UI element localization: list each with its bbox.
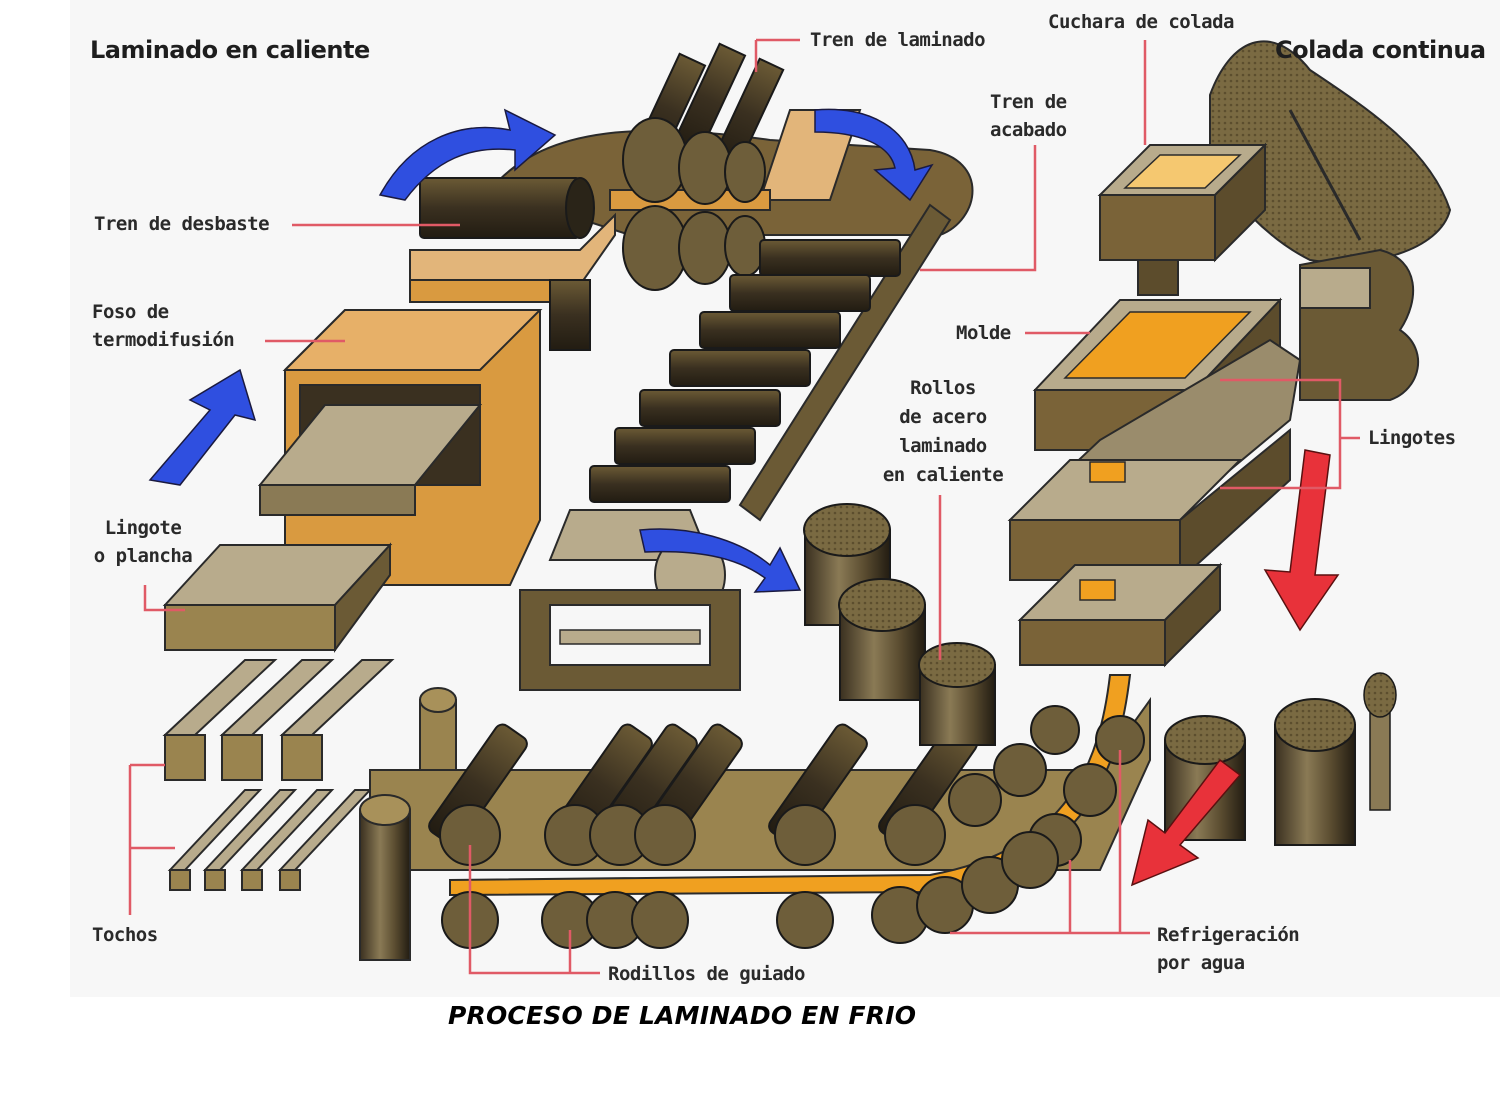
- tundish: [1097, 142, 1268, 296]
- label-mould: Molde: [956, 322, 1011, 344]
- diagram-artwork: [128, 38, 1452, 975]
- label-guide-rollers: Rodillos de guiado: [608, 963, 805, 985]
- label-ingots: Lingotes: [1368, 427, 1456, 449]
- label-finishing-mill: Tren de acabado: [990, 91, 1067, 141]
- red-arrow-bottom: [1130, 758, 1242, 887]
- leader-lines: [128, 38, 1360, 975]
- strand-guide: [1007, 338, 1302, 668]
- roughing-mill-loop: [409, 42, 974, 522]
- label-blooms: Tochos: [92, 924, 158, 946]
- blue-arrow-up-left: [148, 368, 257, 486]
- flow-arrows: [148, 108, 1340, 887]
- blooms: [162, 659, 395, 891]
- roughing-roll: [419, 177, 595, 239]
- label-ladle: Cuchara de colada: [1048, 11, 1234, 33]
- ladle: [1209, 40, 1452, 401]
- hot-rolled-coils: [803, 503, 1397, 846]
- soaking-pit-furnace: [257, 309, 543, 586]
- label-ingot-slab: Lingote o plancha: [93, 517, 193, 567]
- ingot-slab: [162, 542, 393, 654]
- section-title-hot-rolling: Laminado en caliente: [90, 36, 370, 64]
- blue-arrow-top-left: [378, 108, 557, 201]
- label-roughing-mill: Tren de desbaste: [94, 213, 270, 235]
- process-diagram: Laminado en caliente Colada continua Tre…: [70, 0, 1500, 997]
- label-rolling-mill: Tren de laminado: [810, 29, 986, 51]
- red-arrow-right: [1263, 449, 1340, 632]
- finishing-mill-rolls: [589, 239, 901, 503]
- guide-roller-conveyor: [359, 674, 1151, 961]
- figure-caption: PROCESO DE LAMINADO EN FRIO: [448, 1001, 917, 1030]
- section-title-continuous-casting: Colada continua: [1275, 36, 1486, 64]
- rolling-mill-rolls: [622, 42, 785, 291]
- label-hot-rolled-coils: Rollos de acero laminado en caliente: [882, 377, 1004, 486]
- blue-arrow-top-right: [814, 108, 934, 202]
- coiler: [519, 509, 741, 691]
- blue-arrow-coiler: [639, 528, 802, 593]
- label-soaking-pit: Foso de termodifusión: [92, 301, 235, 351]
- label-water-cooling: Refrigeración por agua: [1157, 924, 1300, 974]
